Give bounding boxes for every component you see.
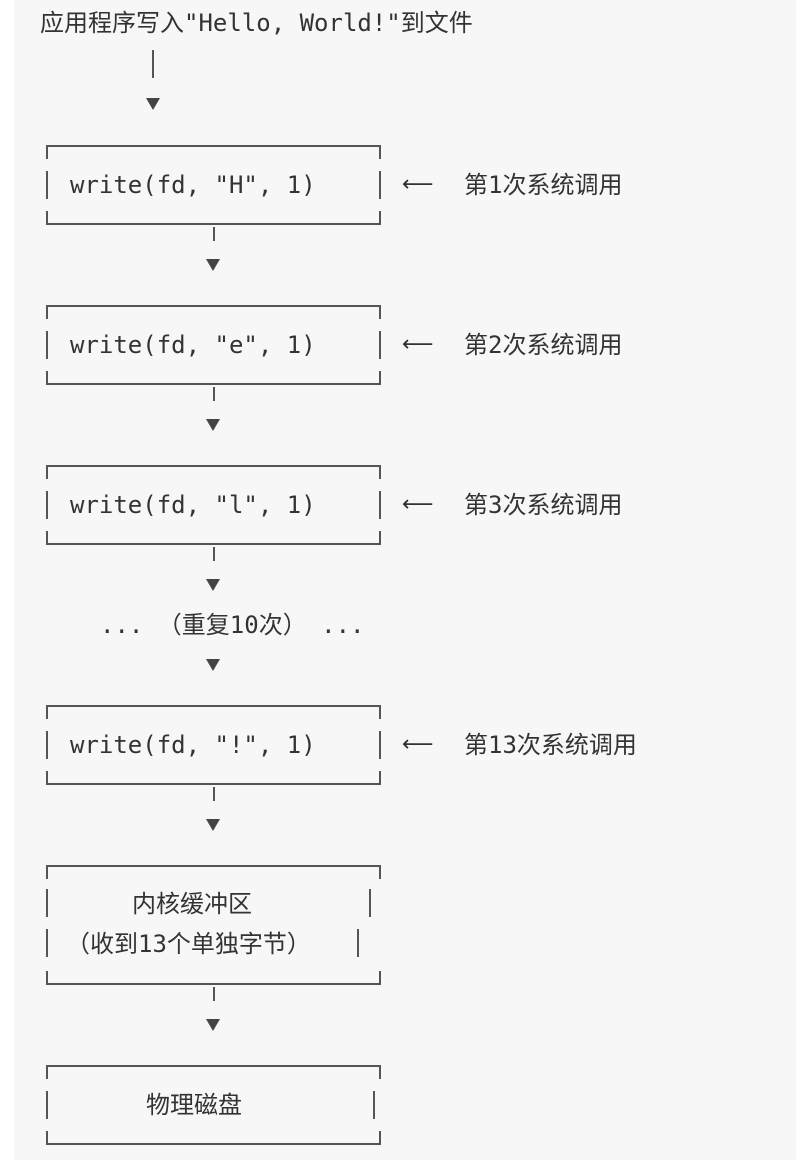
down-arrow-icon bbox=[146, 98, 160, 110]
call-label-1: 第1次系统调用 bbox=[464, 171, 623, 199]
connector-line bbox=[213, 387, 215, 401]
down-arrow-icon bbox=[206, 1019, 220, 1031]
connector-line bbox=[213, 227, 215, 241]
down-arrow-icon bbox=[206, 419, 220, 431]
call-label-13: 第13次系统调用 bbox=[464, 731, 637, 759]
connector-line bbox=[213, 547, 215, 561]
down-arrow-icon bbox=[206, 579, 220, 591]
down-arrow-icon bbox=[206, 819, 220, 831]
repeat-ellipsis: ... （重复10次） ... bbox=[100, 611, 365, 639]
connector-line bbox=[213, 787, 215, 801]
kernel-buffer-title: 内核缓冲区 bbox=[132, 890, 252, 918]
physical-disk-label: 物理磁盘 bbox=[146, 1091, 242, 1119]
down-arrow-icon bbox=[206, 259, 220, 271]
connector-line bbox=[213, 987, 215, 1001]
left-arrow-icon: ⟵ bbox=[402, 492, 434, 517]
call-code-2: write(fd, "e", 1) bbox=[70, 331, 316, 359]
call-code-13: write(fd, "!", 1) bbox=[70, 731, 316, 759]
diagram-panel bbox=[14, 0, 796, 1160]
physical-disk-box: 物理磁盘 bbox=[46, 1065, 381, 1145]
call-box-3: write(fd, "l", 1) bbox=[46, 465, 381, 545]
call-box-1: write(fd, "H", 1) bbox=[46, 145, 381, 225]
diagram-title: 应用程序写入"Hello, World!"到文件 bbox=[40, 9, 473, 37]
call-box-13: write(fd, "!", 1) bbox=[46, 705, 381, 785]
call-box-2: write(fd, "e", 1) bbox=[46, 305, 381, 385]
call-code-1: write(fd, "H", 1) bbox=[70, 171, 316, 199]
left-arrow-icon: ⟵ bbox=[402, 732, 434, 757]
call-code-3: write(fd, "l", 1) bbox=[70, 491, 316, 519]
call-label-3: 第3次系统调用 bbox=[464, 491, 623, 519]
kernel-buffer-subtitle: （收到13个单独字节） bbox=[66, 930, 311, 958]
kernel-buffer-box: 内核缓冲区 （收到13个单独字节） bbox=[46, 865, 381, 985]
down-arrow-icon bbox=[206, 659, 220, 671]
left-arrow-icon: ⟵ bbox=[402, 332, 434, 357]
call-label-2: 第2次系统调用 bbox=[464, 331, 623, 359]
left-arrow-icon: ⟵ bbox=[402, 172, 434, 197]
connector-line bbox=[152, 50, 154, 78]
